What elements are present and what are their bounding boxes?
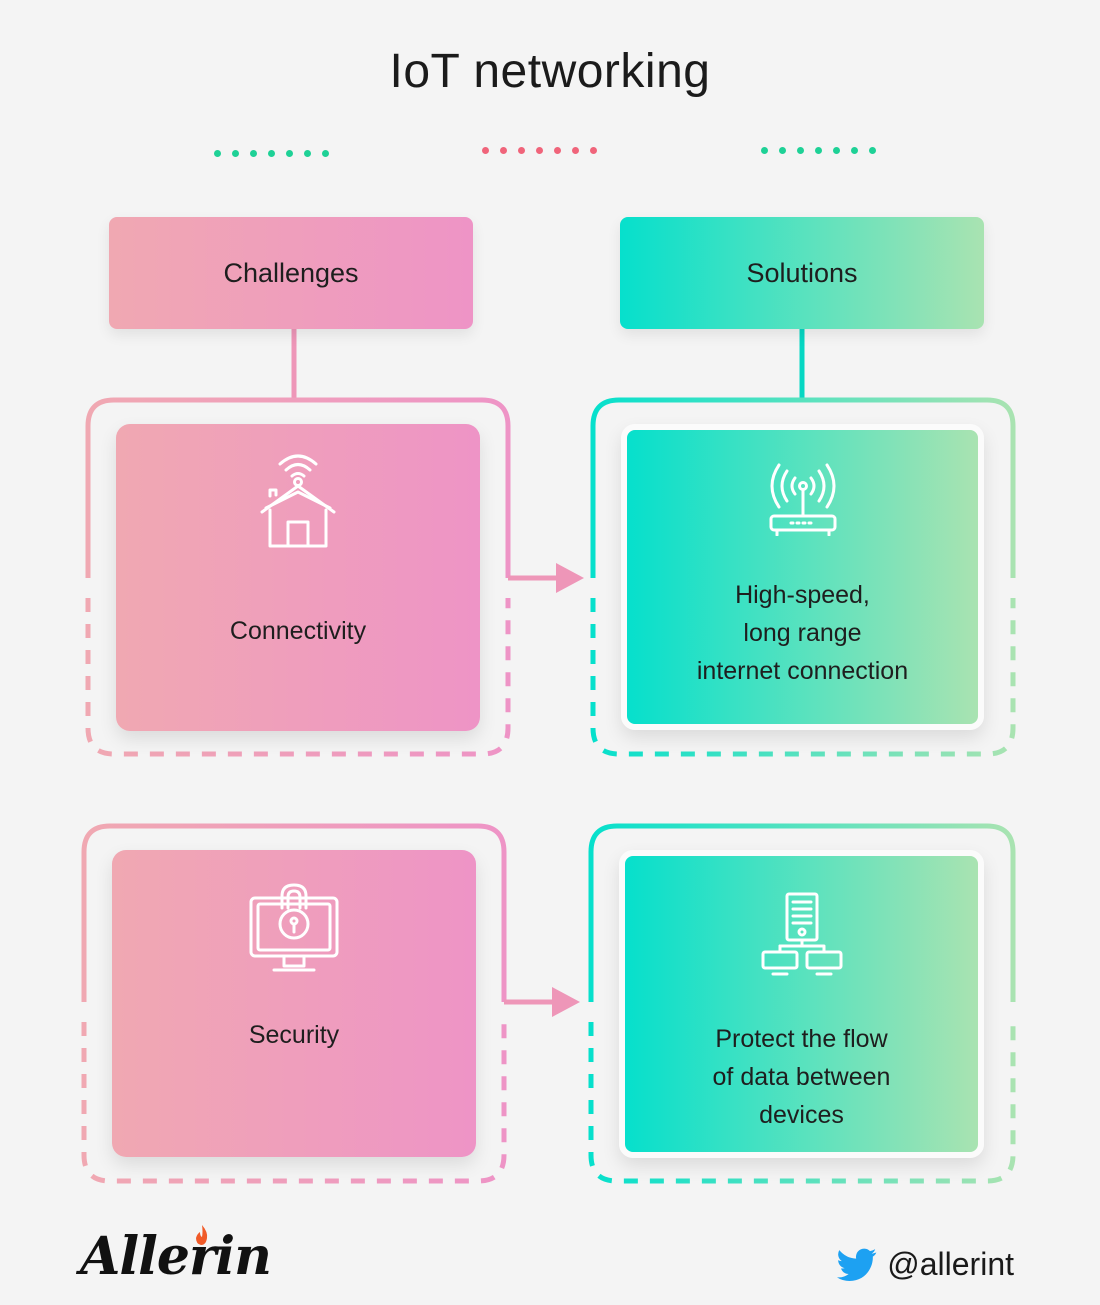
wireless-router-icon: [767, 462, 839, 536]
page-title: IoT networking: [389, 45, 711, 98]
solutions-header: Solutions: [620, 217, 984, 329]
challenge-card-connectivity: Connectivity: [116, 424, 480, 731]
challenge-frame-1-solid: [85, 397, 511, 578]
challenges-header-label: Challenges: [223, 257, 359, 288]
challenge-frame-2-solid: [81, 823, 507, 1002]
solution-label-2: Protect the flow of data between devices: [712, 1025, 891, 1129]
solutions-header-label: Solutions: [746, 257, 858, 288]
brand-logo-text: Allerin: [80, 1226, 272, 1287]
server-network-icon: [761, 892, 843, 976]
solution-frame-1-solid: [590, 397, 1016, 578]
challenge-frame-2-dashed: [81, 1022, 507, 1184]
monitor-lock-icon: [248, 882, 340, 974]
solution-card-connection: High-speed, long range internet connecti…: [621, 424, 984, 730]
smart-home-wifi-icon: [258, 450, 338, 550]
dots-decoration-center: [482, 147, 597, 155]
challenge-frame-1-dashed: [85, 598, 511, 757]
dots-decoration-right: [761, 147, 876, 155]
dots-decoration-left: [214, 150, 329, 158]
solution-frame-2-solid: [588, 823, 1016, 1002]
flame-icon: [196, 1225, 208, 1245]
brand-logo: Allerin: [80, 1225, 272, 1287]
challenges-header: Challenges: [109, 217, 473, 329]
solution-frame-1-dashed: [590, 598, 1016, 757]
twitter-handle-text: @allerint: [887, 1246, 1014, 1282]
solution-card-data-flow: Protect the flow of data between devices: [619, 850, 984, 1158]
twitter-bird-icon: [837, 1248, 877, 1281]
solution-label-1: High-speed, long range internet connecti…: [696, 581, 909, 685]
twitter-handle[interactable]: @allerint: [837, 1246, 1014, 1283]
challenge-label-1: Connectivity: [229, 617, 367, 645]
challenge-card-security: Security: [112, 850, 476, 1157]
challenge-label-2: Security: [248, 1021, 340, 1049]
solution-frame-2-dashed: [588, 1022, 1016, 1184]
